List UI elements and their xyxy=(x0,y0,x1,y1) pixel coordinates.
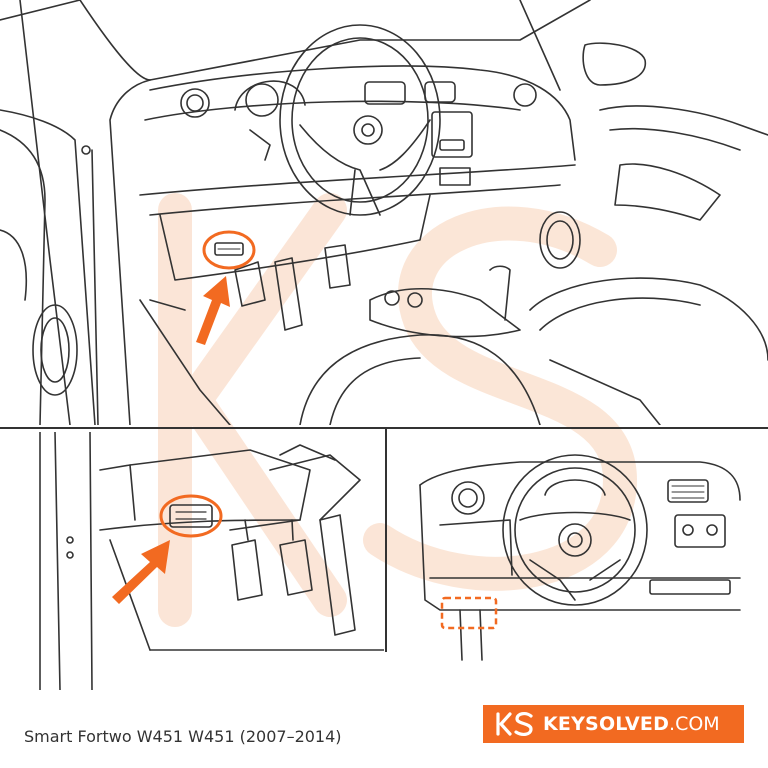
dashboard-front-panel xyxy=(419,454,741,661)
arrow-up-right-icon xyxy=(112,540,170,604)
vehicle-caption: Smart Fortwo W451 W451 (2007–2014) xyxy=(24,727,342,746)
brand-name: KEYSOLVED xyxy=(543,713,670,735)
keysolved-brand-badge: KEYSOLVED .COM xyxy=(483,705,744,743)
obd-port-closeup-panel xyxy=(39,432,384,690)
panel-dividers xyxy=(0,427,768,652)
brand-domain: .COM xyxy=(669,713,720,735)
keysolved-logo-icon xyxy=(496,712,533,736)
obd-location-illustration xyxy=(0,0,768,690)
cabin-overview-panel xyxy=(0,0,768,425)
arrow-up-right-icon xyxy=(196,276,230,345)
brand-wordmark: KEYSOLVED .COM xyxy=(543,713,720,735)
obd-location-marker xyxy=(440,596,498,630)
